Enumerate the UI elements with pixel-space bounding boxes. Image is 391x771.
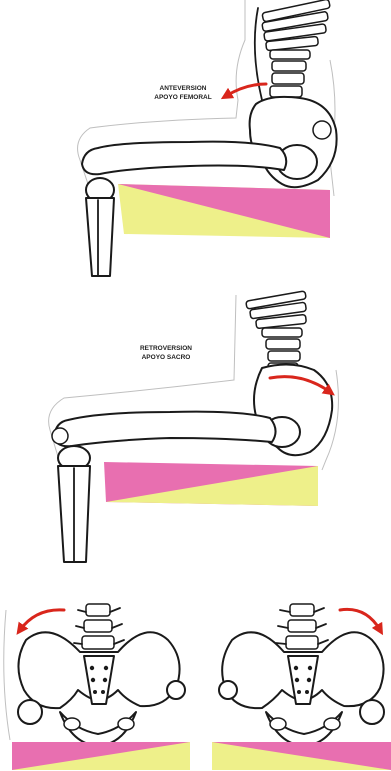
lumbar-spine-icon	[74, 604, 124, 649]
femur-icon	[54, 412, 276, 447]
label-anteversion: ANTEVERSION	[160, 85, 207, 92]
spine-icon	[246, 291, 307, 373]
panel-pelvis-right	[212, 604, 391, 770]
panel-anteversion: ANTEVERSION APOYO FEMORAL	[78, 0, 337, 276]
wedge-cushion-4	[212, 742, 391, 770]
label-apoyo-sacro: APOYO SACRO	[142, 354, 191, 361]
wedge-cushion-2	[104, 462, 318, 506]
red-arrow-icon	[20, 610, 64, 630]
panel-pelvis-left	[4, 604, 190, 770]
label-retroversion: RETROVERSION	[140, 345, 192, 352]
label-apoyo-femoral: APOYO FEMORAL	[154, 94, 211, 101]
red-arrow-icon	[340, 609, 380, 630]
panel-retroversion: RETROVERSION APOYO SACRO	[49, 291, 339, 562]
wedge-cushion-1	[118, 184, 330, 238]
femur-icon	[82, 142, 286, 175]
lumbar-spine-icon	[276, 604, 328, 649]
tibia-icon	[86, 198, 114, 276]
wedge-cushion-3	[12, 742, 190, 770]
